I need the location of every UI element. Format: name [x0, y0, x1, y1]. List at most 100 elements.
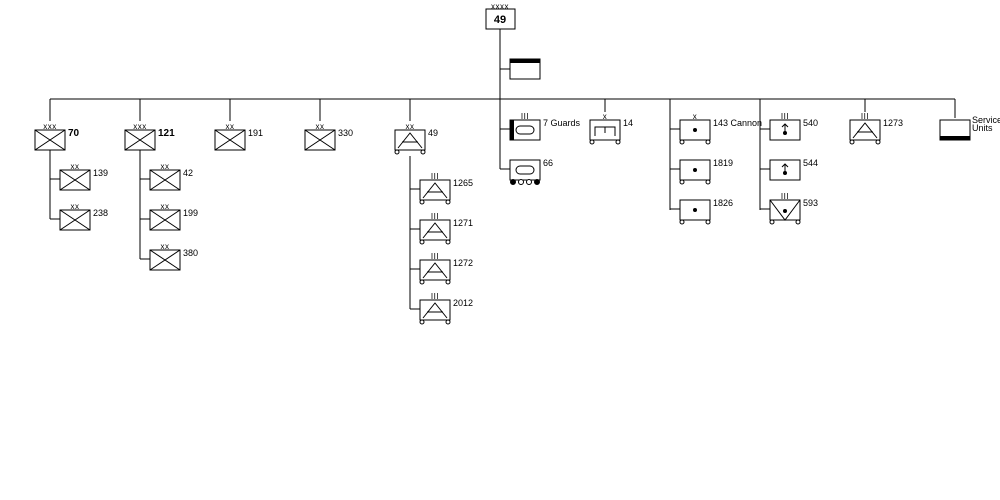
- unit-238[interactable]: xx 238: [59, 202, 108, 231]
- echelon-marker: xx: [161, 242, 170, 251]
- infantry-cross: [214, 129, 246, 151]
- track-wheel: [526, 179, 532, 185]
- anti-aircraft-symbol: [852, 122, 878, 139]
- echelon-marker: III: [781, 192, 789, 201]
- wheel: [705, 139, 711, 145]
- infantry-cross: [34, 129, 66, 151]
- artillery-dot: [693, 208, 697, 212]
- wheel: [875, 139, 881, 145]
- echelon-marker: xx: [406, 122, 415, 131]
- infantry-cross: [149, 169, 181, 191]
- armor-oval: [515, 125, 535, 135]
- unit-label: 191: [248, 128, 263, 138]
- unit-139[interactable]: xx 139: [59, 162, 108, 191]
- connector-lines: [49, 29, 956, 310]
- unit-layer: xxx70xx139xx238xxx121xx42xx199xx380xx191…: [34, 112, 1000, 325]
- wheel: [394, 149, 400, 155]
- army-unit[interactable]: xxxx 49: [485, 2, 516, 30]
- unit-label: 380: [183, 248, 198, 258]
- unit-label: 1273: [883, 118, 903, 128]
- service-bar: [940, 136, 970, 140]
- unit-label: 238: [93, 208, 108, 218]
- echelon-marker: x: [603, 112, 608, 121]
- unit-1819[interactable]: 1819: [679, 158, 733, 185]
- echelon-marker: xx: [71, 162, 80, 171]
- track-wheel: [534, 179, 540, 185]
- echelon-marker: III: [431, 212, 439, 221]
- echelon-marker: xx: [71, 202, 80, 211]
- unit-label-line: Service: [972, 115, 1000, 125]
- unit-label: 2012: [453, 298, 473, 308]
- support-bar: [510, 59, 540, 63]
- armor-oval: [515, 165, 535, 175]
- army-support-unit[interactable]: [509, 58, 541, 80]
- wheel: [705, 179, 711, 185]
- wheel: [705, 219, 711, 225]
- echelon-marker: xx: [316, 122, 325, 131]
- wheel: [615, 139, 621, 145]
- anti-aircraft-symbol: [422, 302, 448, 319]
- unit-label: 1272: [453, 258, 473, 268]
- unit-1272[interactable]: III 1272: [419, 252, 473, 285]
- infantry-cross: [59, 169, 91, 191]
- wheel: [769, 219, 775, 225]
- unit-label: 14: [623, 118, 633, 128]
- wheel: [445, 319, 451, 325]
- unit-label: 593: [803, 198, 818, 208]
- antitank-symbol: [769, 199, 801, 221]
- wheel: [679, 139, 685, 145]
- wheel: [420, 149, 426, 155]
- wheel: [445, 199, 451, 205]
- unit-label: 7 Guards: [543, 118, 581, 128]
- unit-42[interactable]: xx 42: [149, 162, 193, 191]
- unit-label: 121: [158, 128, 175, 139]
- infantry-cross: [59, 209, 91, 231]
- unit-66[interactable]: 66: [509, 158, 553, 185]
- echelon-marker: xx: [161, 162, 170, 171]
- infantry-cross: [149, 209, 181, 231]
- unit-191[interactable]: xx 191: [214, 122, 263, 151]
- unit-380[interactable]: xx 380: [149, 242, 198, 271]
- unit-2012[interactable]: III 2012: [419, 292, 473, 325]
- wheel: [679, 179, 685, 185]
- unit-1826[interactable]: 1826: [679, 198, 733, 225]
- unit-label: 139: [93, 168, 108, 178]
- unit-14[interactable]: x 14: [589, 112, 633, 145]
- unit-label: 540: [803, 118, 818, 128]
- unit-label: 199: [183, 208, 198, 218]
- echelon-marker: III: [431, 252, 439, 261]
- echelon-marker: x: [693, 112, 698, 121]
- unit-label: 70: [68, 128, 80, 139]
- wheel: [445, 239, 451, 245]
- wheel: [679, 219, 685, 225]
- echelon-marker: III: [431, 292, 439, 301]
- unit-box: [419, 179, 451, 201]
- echelon-marker: xx: [226, 122, 235, 131]
- anti-aircraft-symbol: [397, 132, 423, 149]
- unit-label: 42: [183, 168, 193, 178]
- unit-box: [509, 119, 541, 141]
- unit-544[interactable]: 544: [769, 158, 818, 181]
- wheel: [419, 319, 425, 325]
- infantry-cross: [304, 129, 336, 151]
- guards-bar: [510, 120, 514, 140]
- wheel: [445, 279, 451, 285]
- unit-593[interactable]: III 593: [769, 192, 818, 225]
- unit-label: 1819: [713, 158, 733, 168]
- unit-box: [419, 259, 451, 281]
- unit-label: 1826: [713, 198, 733, 208]
- unit-box: [419, 219, 451, 241]
